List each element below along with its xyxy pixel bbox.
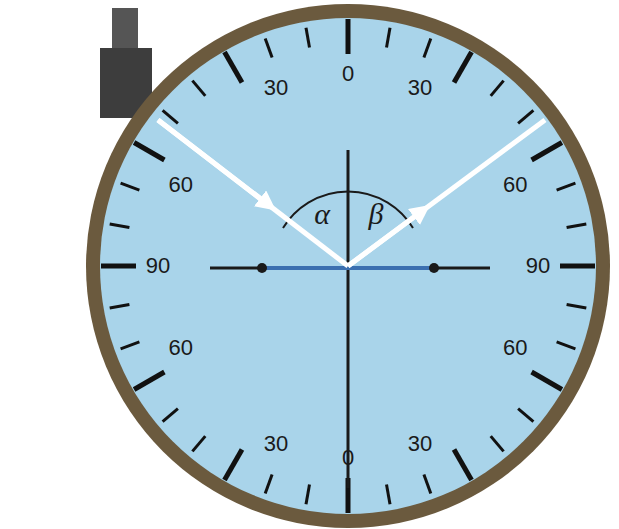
angle-symbol: α bbox=[314, 199, 330, 229]
scale-number: 90 bbox=[526, 255, 550, 277]
scale-number: 60 bbox=[169, 174, 193, 196]
scale-tick bbox=[424, 39, 431, 58]
normal-line bbox=[347, 150, 350, 488]
surface-end bbox=[434, 267, 490, 270]
brown-ring bbox=[86, 4, 610, 528]
scale-tick bbox=[163, 409, 178, 422]
scale-tick bbox=[532, 372, 562, 390]
scale-tick bbox=[454, 52, 472, 82]
scale-tick bbox=[225, 450, 243, 480]
mirror-surface bbox=[262, 266, 434, 270]
scale-tick bbox=[387, 28, 391, 48]
scale-tick bbox=[518, 110, 533, 123]
scale-tick bbox=[110, 305, 130, 309]
scale-tick bbox=[121, 183, 140, 190]
incident-ray bbox=[158, 120, 348, 266]
scale-tick bbox=[192, 436, 205, 451]
scale-tick bbox=[532, 143, 562, 161]
angle-arc bbox=[283, 191, 413, 228]
pivot-dot bbox=[429, 263, 439, 273]
scale-number: 30 bbox=[408, 77, 432, 99]
scale-number: 90 bbox=[146, 255, 170, 277]
scale-tick bbox=[110, 224, 130, 228]
scale-tick bbox=[134, 143, 164, 161]
scale-tick bbox=[192, 81, 205, 96]
scale-tick bbox=[265, 39, 272, 58]
scale-number: 30 bbox=[264, 77, 288, 99]
angle-symbol: β bbox=[369, 199, 384, 229]
scale-tick bbox=[225, 52, 243, 82]
surface-end bbox=[210, 267, 262, 270]
scale-number: 30 bbox=[264, 433, 288, 455]
scale-tick bbox=[518, 409, 533, 422]
scale-number: 60 bbox=[503, 174, 527, 196]
scale-number: 60 bbox=[169, 337, 193, 359]
scale-number: 60 bbox=[503, 337, 527, 359]
scale-tick bbox=[163, 110, 178, 123]
scale-tick bbox=[424, 475, 431, 494]
scale-tick bbox=[491, 81, 504, 96]
scale-tick bbox=[557, 342, 576, 349]
reflected-arrow bbox=[348, 211, 422, 266]
scale-tick bbox=[491, 436, 504, 451]
scale-tick bbox=[101, 264, 136, 269]
scale-number: 30 bbox=[408, 433, 432, 455]
scale-tick bbox=[387, 485, 391, 505]
scale-tick bbox=[134, 372, 164, 390]
pivot-dot bbox=[257, 263, 267, 273]
scale-tick bbox=[346, 19, 351, 54]
scale-tick bbox=[557, 183, 576, 190]
scale-number: 0 bbox=[342, 447, 354, 469]
scale-tick bbox=[567, 224, 587, 228]
scale-tick bbox=[265, 475, 272, 494]
scale-tick bbox=[306, 28, 310, 48]
scale-tick bbox=[560, 264, 595, 269]
incident-arrow bbox=[158, 120, 268, 205]
scale-tick bbox=[306, 485, 310, 505]
scale-tick bbox=[454, 450, 472, 480]
reflected-ray bbox=[348, 120, 545, 266]
scale-tick bbox=[121, 342, 140, 349]
scale-tick bbox=[567, 305, 587, 309]
scale-number: 0 bbox=[342, 63, 354, 85]
disc-face bbox=[100, 18, 596, 514]
scale-ticks bbox=[101, 19, 595, 513]
